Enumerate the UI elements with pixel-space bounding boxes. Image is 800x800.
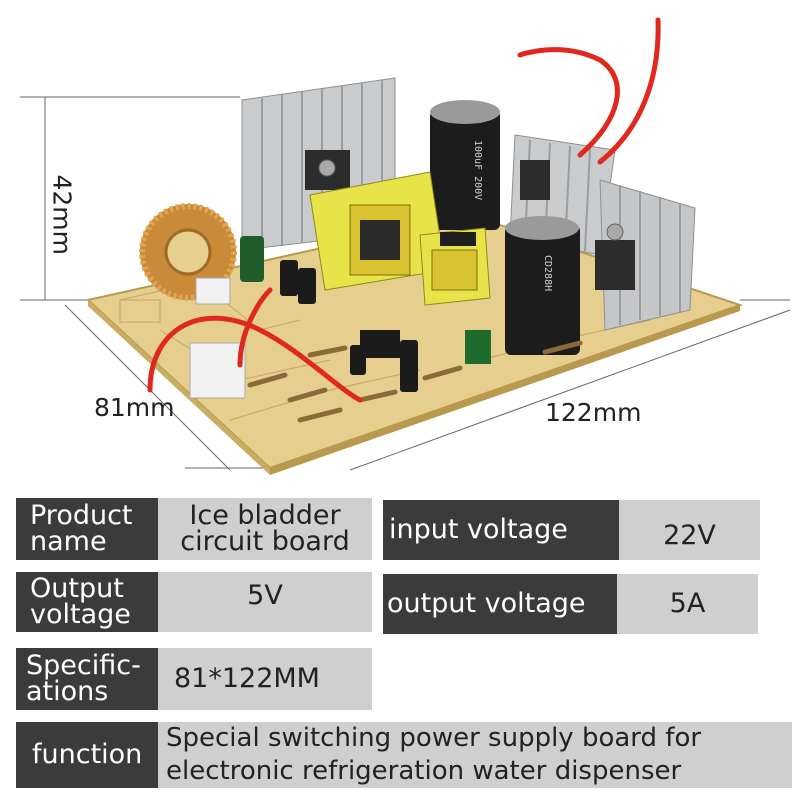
product-name-value: Ice bladder circuit board (158, 498, 372, 560)
output-voltage-value: 5V (158, 572, 372, 632)
output-voltage-2-label: output voltage (383, 574, 617, 634)
ic-chip (360, 330, 400, 358)
toroid-inductor (139, 203, 237, 301)
transformer (309, 171, 446, 291)
depth-dimension-label: 81mm (94, 393, 175, 422)
circuit-board-illustration: 100uF 200V (20, 17, 791, 475)
specifications-value: 81*122MM (158, 648, 372, 710)
connector-2 (189, 342, 246, 399)
function-value: Special switching power supply board for… (158, 722, 792, 788)
capacitor-right: CD288H (505, 216, 580, 355)
small-capacitors (240, 236, 491, 392)
specifications-label: Specific- ations (16, 648, 158, 710)
resistors (247, 340, 583, 423)
dimension-lines (20, 96, 791, 471)
function-label: function (16, 722, 158, 788)
product-name-label: Product name (16, 498, 158, 560)
height-dimension-label: 42mm (47, 174, 77, 256)
input-voltage-value: 22V (619, 500, 760, 560)
small-transformer (419, 227, 491, 306)
output-voltage-2-value: 5A (617, 574, 758, 634)
red-wires (147, 17, 661, 403)
output-voltage-label: Output voltage (16, 572, 158, 632)
svg-text:CD288H: CD288H (542, 255, 553, 291)
connector-1 (195, 277, 231, 305)
input-voltage-label: input voltage (383, 500, 619, 560)
capacitor-top: 100uF 200V (430, 100, 500, 230)
right-heatsink-2 (595, 179, 696, 331)
product-photo: 100uF 200V (20, 17, 791, 475)
width-dimension-label: 122mm (545, 398, 642, 427)
svg-text:100uF 200V: 100uF 200V (472, 140, 483, 200)
